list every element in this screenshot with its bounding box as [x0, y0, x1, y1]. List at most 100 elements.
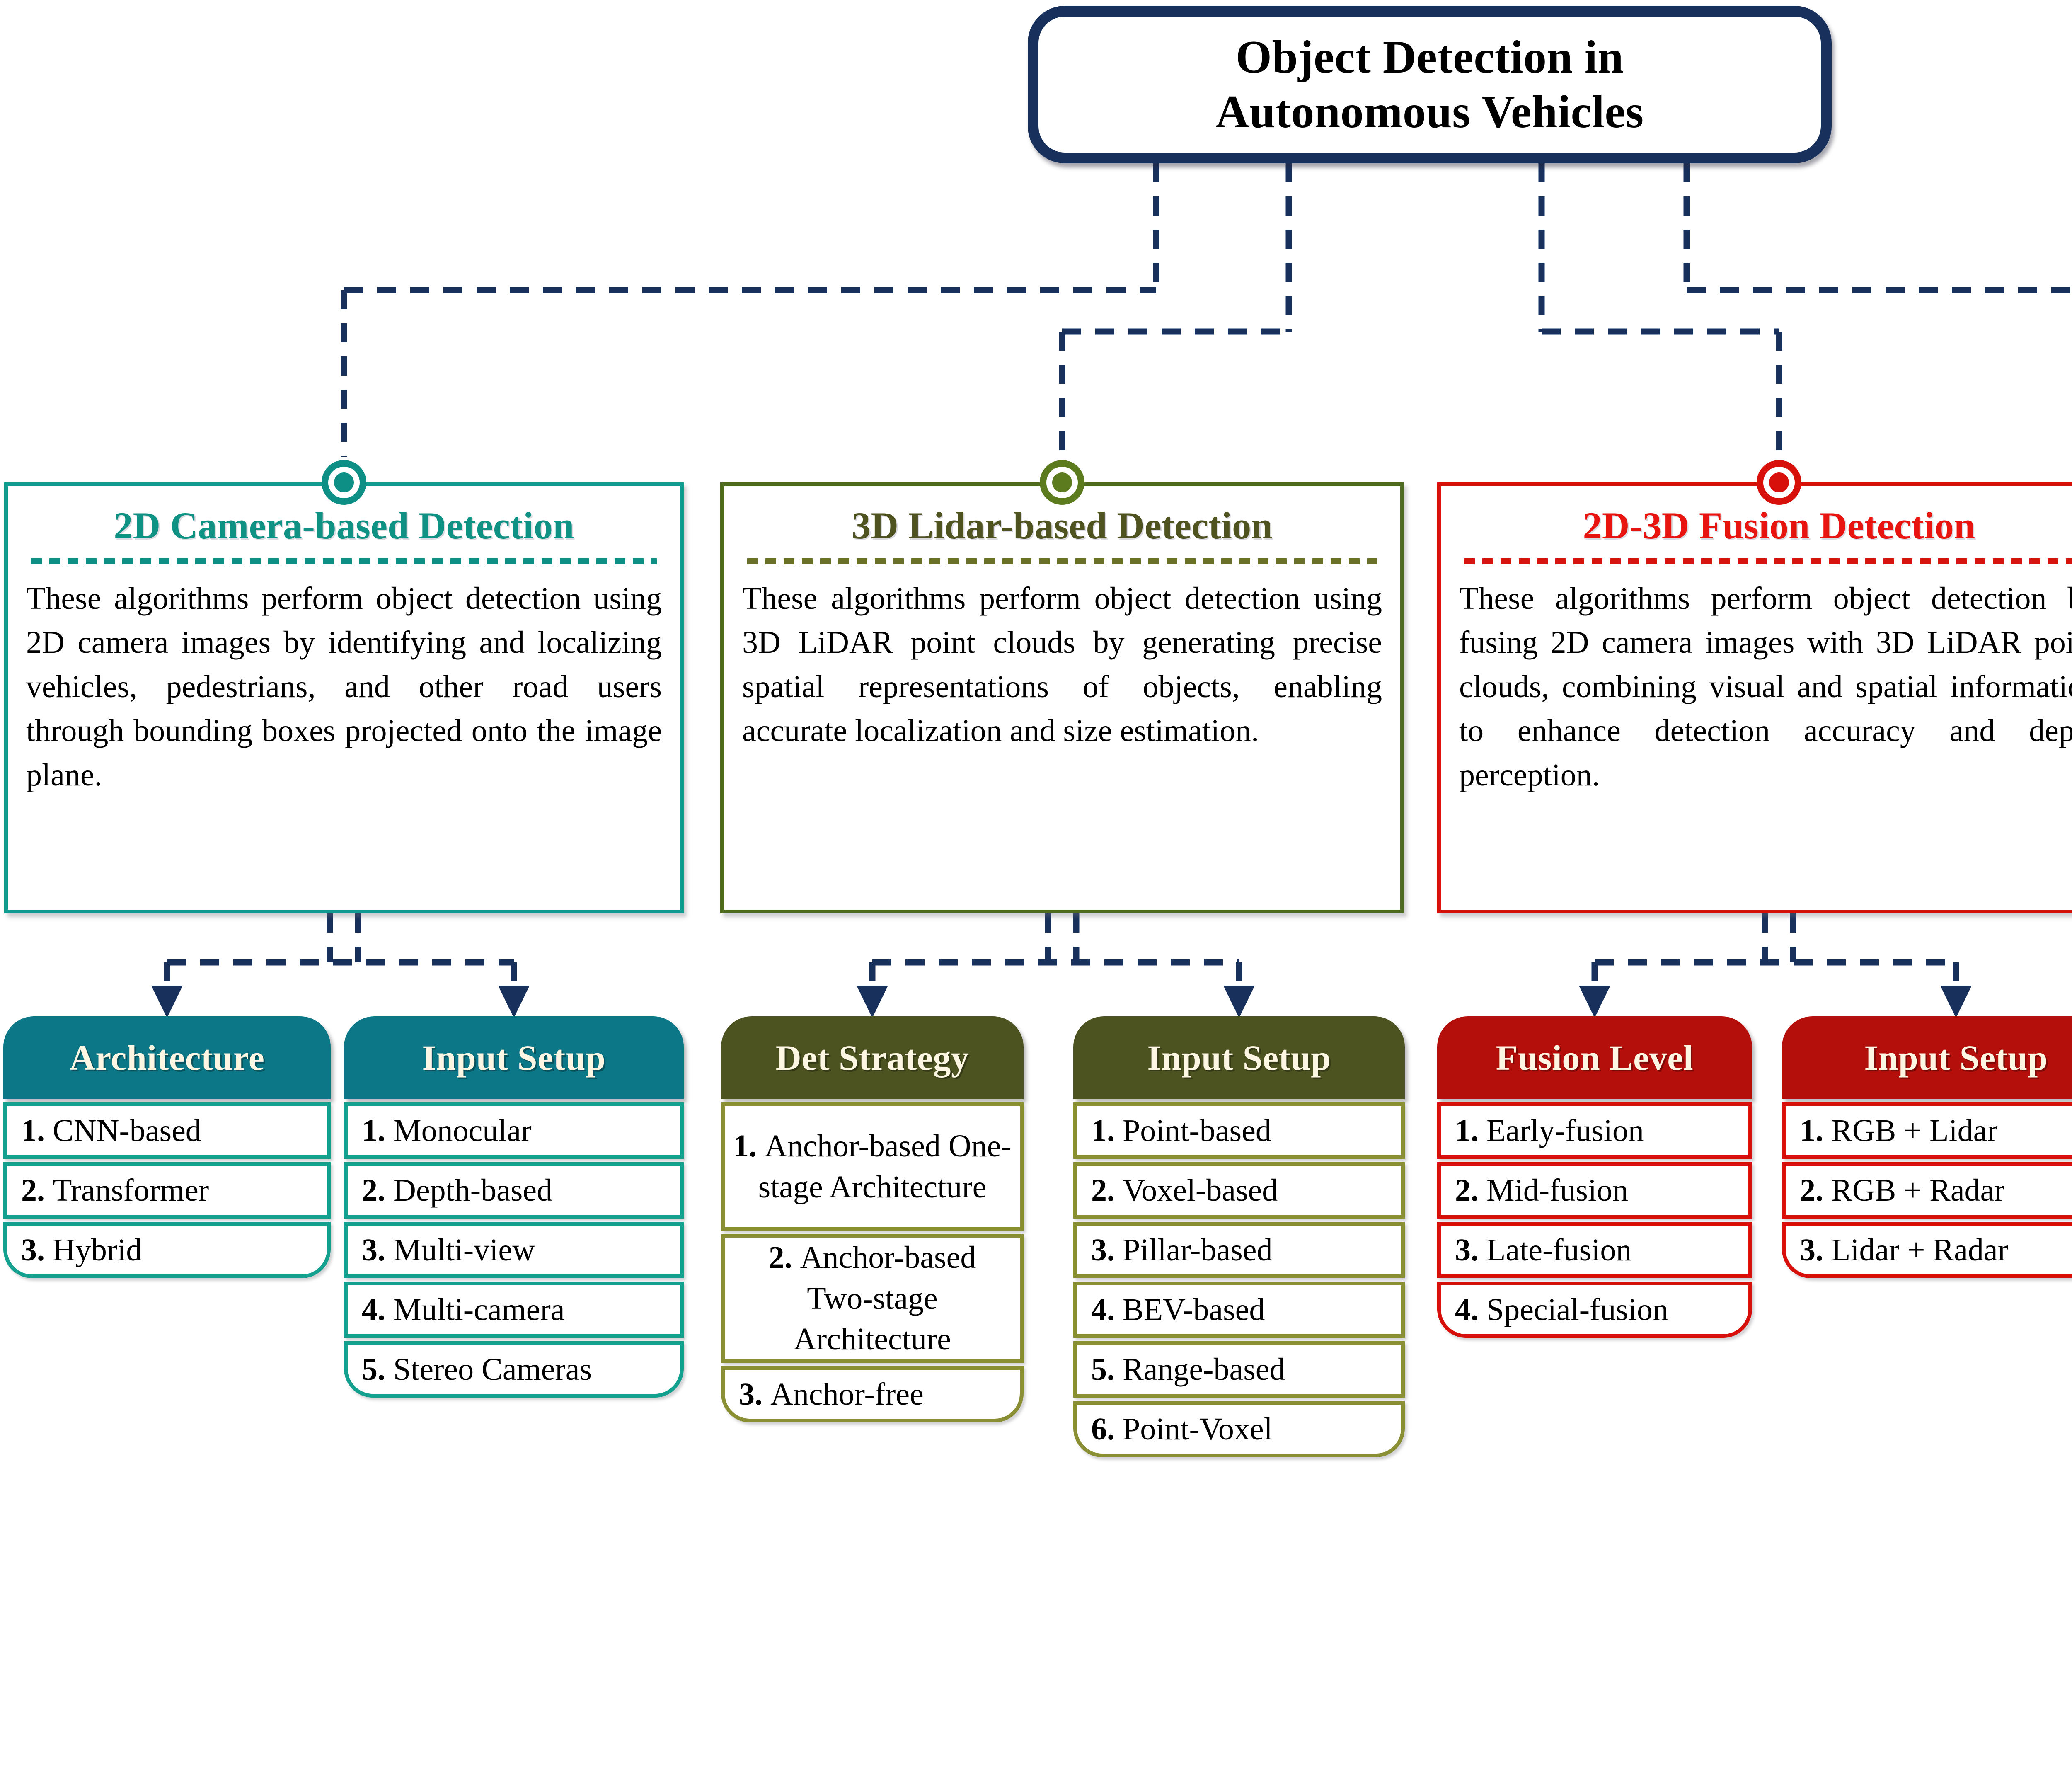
list-item-text: 5. Range-based [1077, 1349, 1401, 1390]
list-item-label: Multi-view [393, 1232, 535, 1267]
list-item: 1. Point-based [1073, 1102, 1405, 1159]
list-item-label: BEV-based [1123, 1292, 1265, 1327]
list-item: 5. Stereo Cameras [344, 1341, 684, 1398]
panel-description-lidar: These algorithms perform object detectio… [742, 581, 1382, 749]
list-item-label: Hybrid [53, 1232, 142, 1267]
column-header-label: Input Setup [422, 1038, 606, 1078]
list-item-text: 4. Multi-camera [348, 1289, 680, 1330]
list-item: 3. Anchor-free [721, 1366, 1024, 1422]
panel-divider-camera [31, 558, 657, 564]
root-title-line1: Object Detection in [1235, 31, 1624, 83]
list-item-number: 4. [1091, 1292, 1123, 1327]
list-item: 3. Lidar + Radar [1782, 1222, 2072, 1278]
panel-divider-fusion [1464, 558, 2072, 564]
column-header-label: Fusion Level [1496, 1038, 1694, 1078]
list-item: 2. Anchor-based Two-stage Architecture [721, 1234, 1024, 1363]
list-item-label: Range-based [1123, 1352, 1285, 1387]
list-item: 1. CNN-based [3, 1102, 331, 1159]
panel-divider-lidar [747, 558, 1377, 564]
list-item-text: 3. Multi-view [348, 1230, 680, 1271]
column-header-fusion-1: Input Setup [1782, 1016, 2072, 1099]
branch-marker-camera [322, 460, 366, 505]
panel-description-fusion: These algorithms perform object detectio… [1459, 581, 2072, 792]
marker-dot-lidar [1052, 472, 1072, 492]
marker-dot-fusion [1769, 472, 1789, 492]
list-item: 4. Multi-camera [344, 1282, 684, 1338]
list-item: 1. Monocular [344, 1102, 684, 1159]
list-item-label: Early-fusion [1486, 1113, 1644, 1148]
list-item: 6. Point-Voxel [1073, 1401, 1405, 1457]
list-item-label: Anchor-free [770, 1376, 924, 1412]
list-item-text: 4. Special-fusion [1441, 1289, 1748, 1330]
list-item: 1. RGB + Lidar [1782, 1102, 2072, 1159]
column-header-label: Architecture [69, 1038, 265, 1078]
list-item-number: 3. [21, 1232, 53, 1267]
list-item-number: 1. [1800, 1113, 1831, 1148]
column-header-label: Det Strategy [775, 1038, 969, 1078]
list-item-text: 3. Lidar + Radar [1786, 1230, 2072, 1271]
list-item-text: 1. Anchor-based One-stage Architecture [725, 1126, 1020, 1208]
list-item: 3. Multi-view [344, 1222, 684, 1278]
list-item-label: Transformer [53, 1173, 209, 1208]
list-item-number: 2. [1455, 1173, 1486, 1208]
list-item-number: 5. [362, 1352, 393, 1387]
list-item-number: 2. [21, 1173, 53, 1208]
list-item-text: 2. Anchor-based Two-stage Architecture [725, 1237, 1020, 1360]
list-item-number: 1. [733, 1129, 765, 1164]
list-item-text: 3. Hybrid [7, 1230, 327, 1271]
list-item-label: Multi-camera [393, 1292, 565, 1327]
list-item-number: 5. [1091, 1352, 1123, 1387]
panel-title-fusion: 2D-3D Fusion Detection [1583, 504, 1975, 547]
list-item-text: 1. Early-fusion [1441, 1110, 1748, 1151]
list-item-label: Late-fusion [1486, 1232, 1632, 1267]
list-item: 4. Special-fusion [1437, 1282, 1752, 1338]
list-item-label: Monocular [393, 1113, 532, 1148]
list-item-number: 3. [1800, 1232, 1831, 1267]
column-header-fusion-0: Fusion Level [1437, 1016, 1752, 1099]
root-title-line2: Autonomous Vehicles [1215, 86, 1644, 138]
panel-title-lidar: 3D Lidar-based Detection [852, 504, 1273, 547]
list-item-text: 2. Transformer [7, 1170, 327, 1211]
list-item-label: Anchor-based Two-stage Architecture [794, 1240, 976, 1357]
list-item-label: Mid-fusion [1486, 1173, 1628, 1208]
root-title: Object Detection in Autonomous Vehicles [1215, 30, 1644, 139]
column-header-label: Input Setup [1147, 1038, 1331, 1078]
list-item-label: Special-fusion [1486, 1292, 1669, 1327]
branch-marker-lidar [1040, 460, 1084, 505]
list-item-number: 1. [1091, 1113, 1123, 1148]
list-item-text: 1. RGB + Lidar [1786, 1110, 2072, 1151]
list-item: 1. Anchor-based One-stage Architecture [721, 1102, 1024, 1231]
root-node: Object Detection in Autonomous Vehicles [1028, 6, 1832, 163]
list-item-number: 1. [1455, 1113, 1486, 1148]
list-item-label: CNN-based [53, 1113, 201, 1148]
list-item: 3. Late-fusion [1437, 1222, 1752, 1278]
list-item-text: 5. Stereo Cameras [348, 1349, 680, 1390]
list-item-text: 3. Late-fusion [1441, 1230, 1748, 1271]
list-item-number: 3. [362, 1232, 393, 1267]
list-item: 2. Voxel-based [1073, 1162, 1405, 1219]
list-item-text: 1. CNN-based [7, 1110, 327, 1151]
list-item-number: 2. [1800, 1173, 1831, 1208]
list-item-number: 4. [362, 1292, 393, 1327]
list-item-number: 3. [739, 1376, 770, 1412]
column-header-label: Input Setup [1864, 1038, 2048, 1078]
list-item-label: Point-Voxel [1123, 1411, 1273, 1446]
panel-title-camera: 2D Camera-based Detection [114, 504, 574, 547]
list-item-text: 2. Mid-fusion [1441, 1170, 1748, 1211]
list-item-number: 2. [768, 1240, 800, 1275]
list-item-text: 1. Monocular [348, 1110, 680, 1151]
list-item-number: 1. [362, 1113, 393, 1148]
list-item: 5. Range-based [1073, 1341, 1405, 1398]
list-item-label: Lidar + Radar [1831, 1232, 2008, 1267]
list-item-text: 4. BEV-based [1077, 1289, 1401, 1330]
column-header-lidar-0: Det Strategy [721, 1016, 1024, 1099]
list-item-text: 3. Anchor-free [725, 1374, 1020, 1415]
column-header-camera-0: Architecture [3, 1016, 331, 1099]
list-item-number: 1. [21, 1113, 53, 1148]
list-item: 4. BEV-based [1073, 1282, 1405, 1338]
list-item-label: Voxel-based [1123, 1173, 1278, 1208]
